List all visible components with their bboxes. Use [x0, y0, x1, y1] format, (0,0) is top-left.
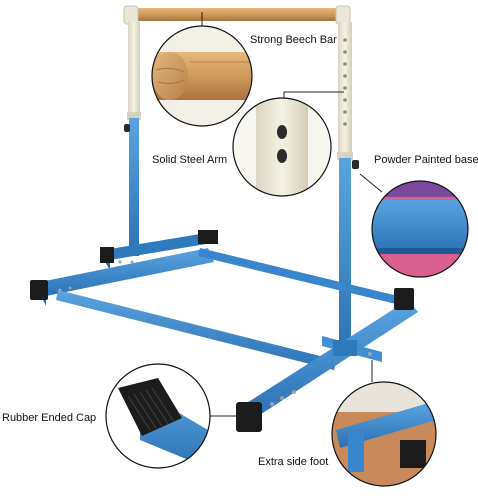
rubber-cap-callout [105, 363, 241, 469]
side-foot-callout [331, 360, 437, 487]
painted-base-label: Powder Painted base [374, 154, 478, 166]
rubber-cap-label: Rubber Ended Cap [2, 412, 97, 424]
right-upright [337, 22, 359, 354]
side-foot-label: Extra side foot [258, 456, 329, 468]
left-upright [124, 22, 141, 256]
steel-arm-callout [232, 91, 344, 197]
painted-base-callout [359, 173, 469, 278]
base-frame [30, 230, 418, 432]
beech-bar [123, 5, 351, 25]
steel-arm-label: Solid Steel Arm [152, 154, 228, 166]
beech-bar-label: Strong Beech Bar [250, 34, 337, 46]
beech-bar-callout [151, 12, 253, 127]
